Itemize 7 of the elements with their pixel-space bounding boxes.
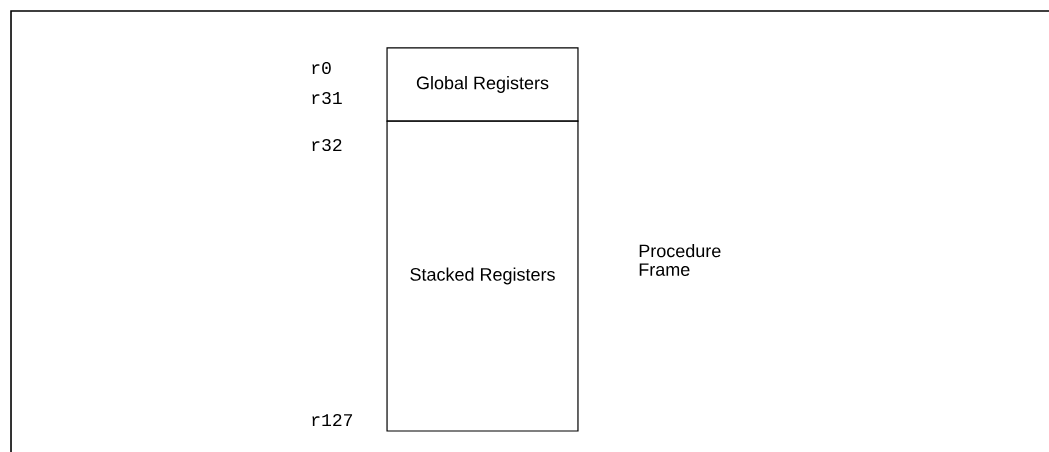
register-block: Global Registers: [386, 47, 579, 122]
frame-label: Procedure Frame: [639, 244, 721, 276]
register-number: r0: [312, 61, 331, 75]
register-number: r32: [312, 138, 342, 152]
register-number: r31: [312, 91, 342, 105]
register-block: Stacked Registers: [386, 120, 579, 432]
register-number: r127: [312, 413, 353, 426]
